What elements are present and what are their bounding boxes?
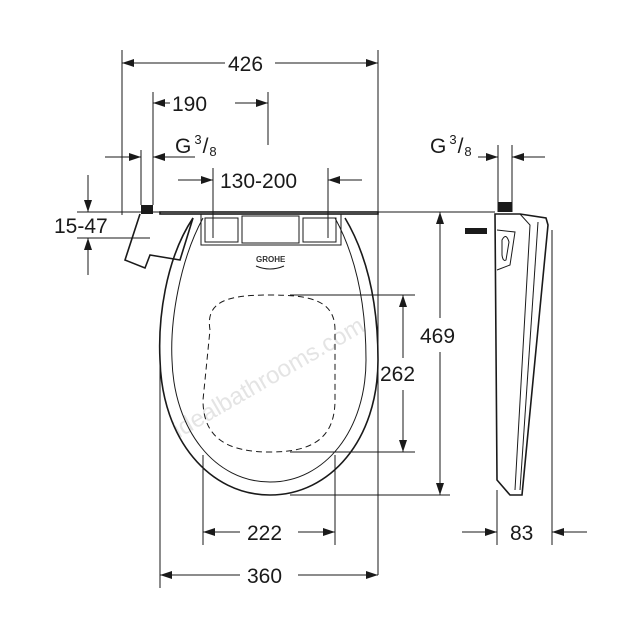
dim-15-47: 15-47 (54, 215, 108, 238)
dim-360: 360 (247, 565, 282, 588)
seat-side-view (465, 202, 549, 496)
side-connector (465, 228, 487, 234)
dim-222: 222 (247, 522, 282, 545)
seat-top-view: GROHE (124, 150, 379, 496)
dim-83: 83 (510, 522, 533, 545)
dim-262: 262 (380, 363, 415, 386)
dim-426: 426 (228, 53, 263, 76)
dim-469: 469 (420, 325, 455, 348)
dimension-lines (84, 59, 587, 579)
connection-nipple (141, 205, 153, 214)
dim-190: 190 (172, 93, 207, 116)
extension-lines (77, 50, 553, 588)
dim-130-200: 130-200 (220, 170, 297, 193)
grohe-logo: GROHE (256, 255, 286, 264)
watermark: idealbathrooms.com (168, 312, 369, 443)
